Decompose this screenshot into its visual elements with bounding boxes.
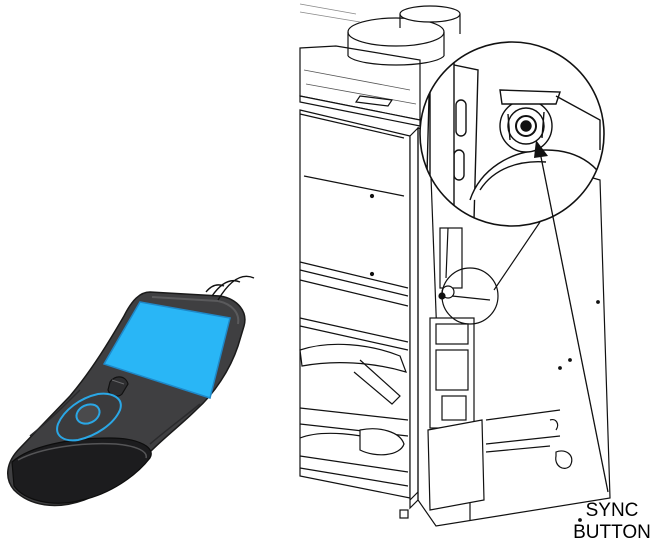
arrowhead-icon — [534, 140, 548, 158]
vent-pipes — [299, 3, 461, 66]
insert-top-panel — [299, 45, 421, 121]
remote-rocker-button — [107, 376, 129, 397]
remote-groove-left — [29, 389, 81, 437]
callout-line-2: BUTTON — [573, 522, 651, 543]
fireplace-insert-drawing — [299, 3, 611, 527]
remote-groove-right — [149, 403, 201, 445]
detail-source-circle — [441, 267, 499, 325]
remote-rocker-highlight — [111, 379, 125, 385]
front-frame — [409, 126, 419, 510]
remote-button-group — [56, 376, 129, 442]
callout-line-1: SYNC — [585, 500, 639, 521]
sync-button-callout: SYNC BUTTON — [560, 500, 664, 544]
remote-control-icon — [7, 291, 246, 507]
remote-bottom-opening — [11, 437, 152, 504]
gas-valve-assembly — [427, 227, 573, 511]
remote-center-button — [75, 403, 101, 425]
sync-button-leader — [534, 140, 609, 493]
remote-screen — [102, 301, 231, 399]
detail-magnifier — [419, 41, 605, 227]
remote-top-edge — [151, 296, 240, 325]
remote-bottom-lip — [17, 442, 147, 461]
wireless-signal-icon — [205, 275, 255, 301]
